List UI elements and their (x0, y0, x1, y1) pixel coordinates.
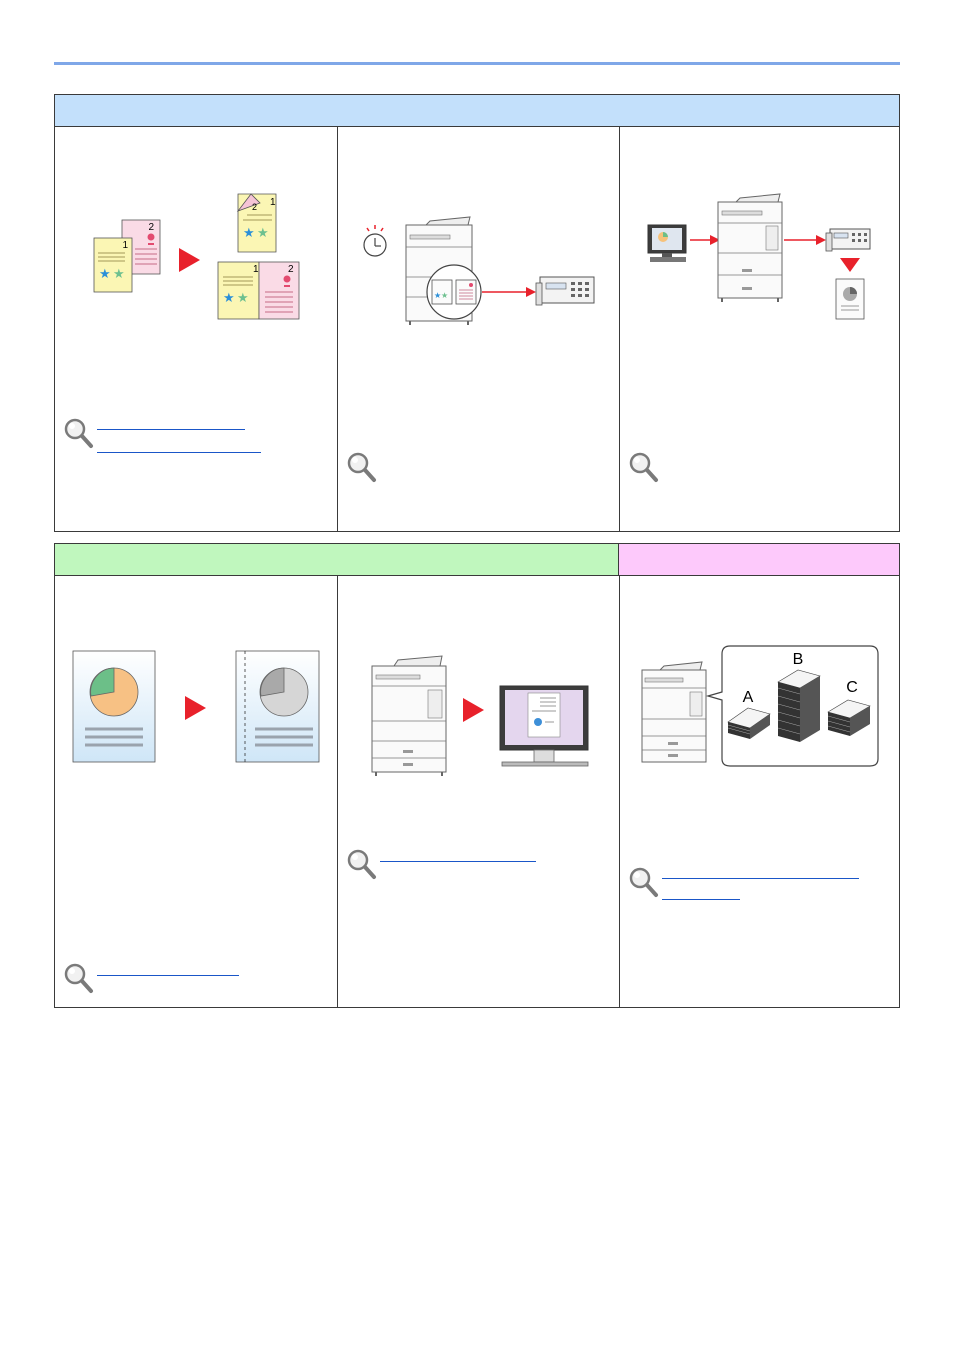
magnifier-icon (629, 452, 658, 482)
page-number-label: 2 (252, 202, 257, 212)
magnifier-icon (347, 849, 376, 879)
reference (63, 417, 323, 457)
reference-link[interactable] (97, 436, 261, 453)
cell-delayed-fax: ★ ★ (337, 127, 619, 531)
page-number-label: 1 (122, 240, 128, 251)
page-number-label: 2 (288, 264, 294, 275)
panel-header-right (619, 544, 899, 576)
magnifier-icon (629, 867, 658, 897)
reference (628, 451, 888, 487)
scan-to-pc-illustration (371, 655, 589, 776)
cell-scan-to-pc (337, 576, 619, 1007)
svg-text:★: ★ (441, 291, 448, 300)
cell-job-accounting: A B C (619, 576, 899, 1007)
top-rule (54, 62, 900, 65)
panel-header-left (55, 544, 619, 576)
page-number-label: 2 (148, 222, 154, 233)
feature-panel-bottom: A B C (54, 543, 900, 1008)
svg-text:★: ★ (434, 291, 441, 300)
stack-label-a: A (743, 689, 754, 706)
magnifier-icon (64, 418, 93, 448)
edge-erase-illustration (72, 650, 320, 763)
page-number-label: 1 (253, 264, 259, 275)
reference-link[interactable] (97, 959, 239, 976)
magnifier-icon (347, 452, 376, 482)
cell-edge-erase (55, 576, 337, 1007)
stack-label-b: B (793, 651, 804, 668)
svg-text:★: ★ (113, 267, 125, 282)
reference-link[interactable] (97, 413, 245, 430)
svg-text:★: ★ (237, 291, 249, 306)
reference-link[interactable] (380, 845, 536, 862)
cell-duplex: 2 1 ★ ★ 1 2 ★ ★ (55, 127, 337, 531)
reference (628, 866, 888, 906)
svg-text:★: ★ (223, 291, 235, 306)
svg-text:★: ★ (99, 267, 111, 282)
duplex-illustration: 2 1 ★ ★ 1 2 ★ ★ (93, 193, 300, 320)
page-number-label: 1 (270, 197, 276, 208)
delayed-fax-illustration: ★ ★ (363, 216, 595, 325)
feature-panel-top: 2 1 ★ ★ 1 2 ★ ★ (54, 94, 900, 532)
stack-label-c: C (846, 679, 858, 696)
magnifier-icon (64, 963, 93, 993)
reference-link[interactable] (662, 883, 740, 900)
reference-link[interactable] (662, 862, 859, 879)
job-accounting-illustration: A B C (641, 645, 879, 767)
cell-pc-fax (619, 127, 901, 531)
svg-text:★: ★ (243, 226, 255, 241)
reference (63, 962, 323, 998)
svg-text:★: ★ (257, 226, 269, 241)
pc-fax-illustration (647, 193, 871, 320)
reference (346, 848, 606, 884)
reference (346, 451, 606, 487)
panel-header (55, 95, 899, 127)
